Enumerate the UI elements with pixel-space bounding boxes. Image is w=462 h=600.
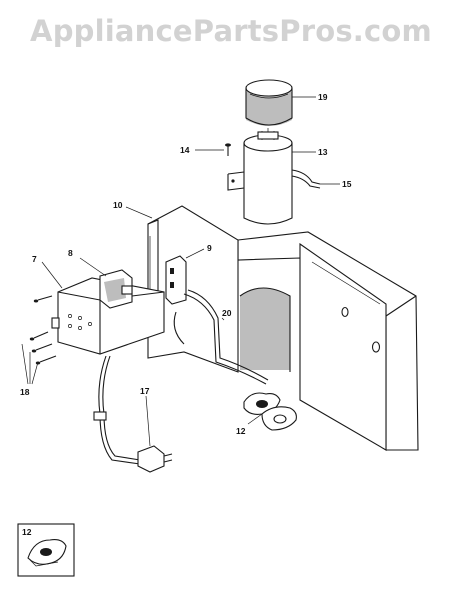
part-14-screw[interactable] xyxy=(225,143,231,156)
leader-20 xyxy=(221,317,225,321)
part-20-wire-harness[interactable] xyxy=(173,289,269,385)
part-17-power-cord[interactable] xyxy=(93,355,173,473)
leader-10 xyxy=(125,206,153,219)
callout-12[interactable]: 12 xyxy=(236,426,246,436)
callout-8[interactable]: 8 xyxy=(68,248,73,258)
leader-18 xyxy=(21,343,39,385)
part-10-mounting-bracket[interactable] xyxy=(147,205,291,373)
leader-17 xyxy=(145,395,151,447)
inset-callout-12: 12 xyxy=(22,527,32,537)
callout-18[interactable]: 18 xyxy=(20,387,30,397)
callout-9[interactable]: 9 xyxy=(207,243,212,253)
part-8-relay[interactable] xyxy=(99,269,133,309)
leader-8 xyxy=(79,257,107,277)
housing-panel xyxy=(237,231,419,451)
part-15-capacitor-strap[interactable] xyxy=(227,169,321,191)
leader-12 xyxy=(247,413,263,425)
part-12-grommet[interactable] xyxy=(243,392,297,431)
callout-19[interactable]: 19 xyxy=(318,92,328,102)
leader-9 xyxy=(185,248,205,259)
inset-detail-12 xyxy=(17,523,75,577)
callout-17[interactable]: 17 xyxy=(140,386,150,396)
callout-14[interactable]: 14 xyxy=(180,145,190,155)
part-18-screws[interactable] xyxy=(29,295,57,365)
part-9-terminal-block[interactable] xyxy=(165,255,187,305)
watermark: AppliancePartsPros.com xyxy=(30,14,432,48)
callout-13[interactable]: 13 xyxy=(318,147,328,157)
leader-7 xyxy=(41,261,63,289)
part-19-capacitor-cap[interactable] xyxy=(245,79,293,126)
callout-10[interactable]: 10 xyxy=(113,200,123,210)
callout-15[interactable]: 15 xyxy=(342,179,352,189)
callout-7[interactable]: 7 xyxy=(32,254,37,264)
callout-20[interactable]: 20 xyxy=(222,308,232,318)
part-13-capacitor[interactable] xyxy=(243,128,293,225)
